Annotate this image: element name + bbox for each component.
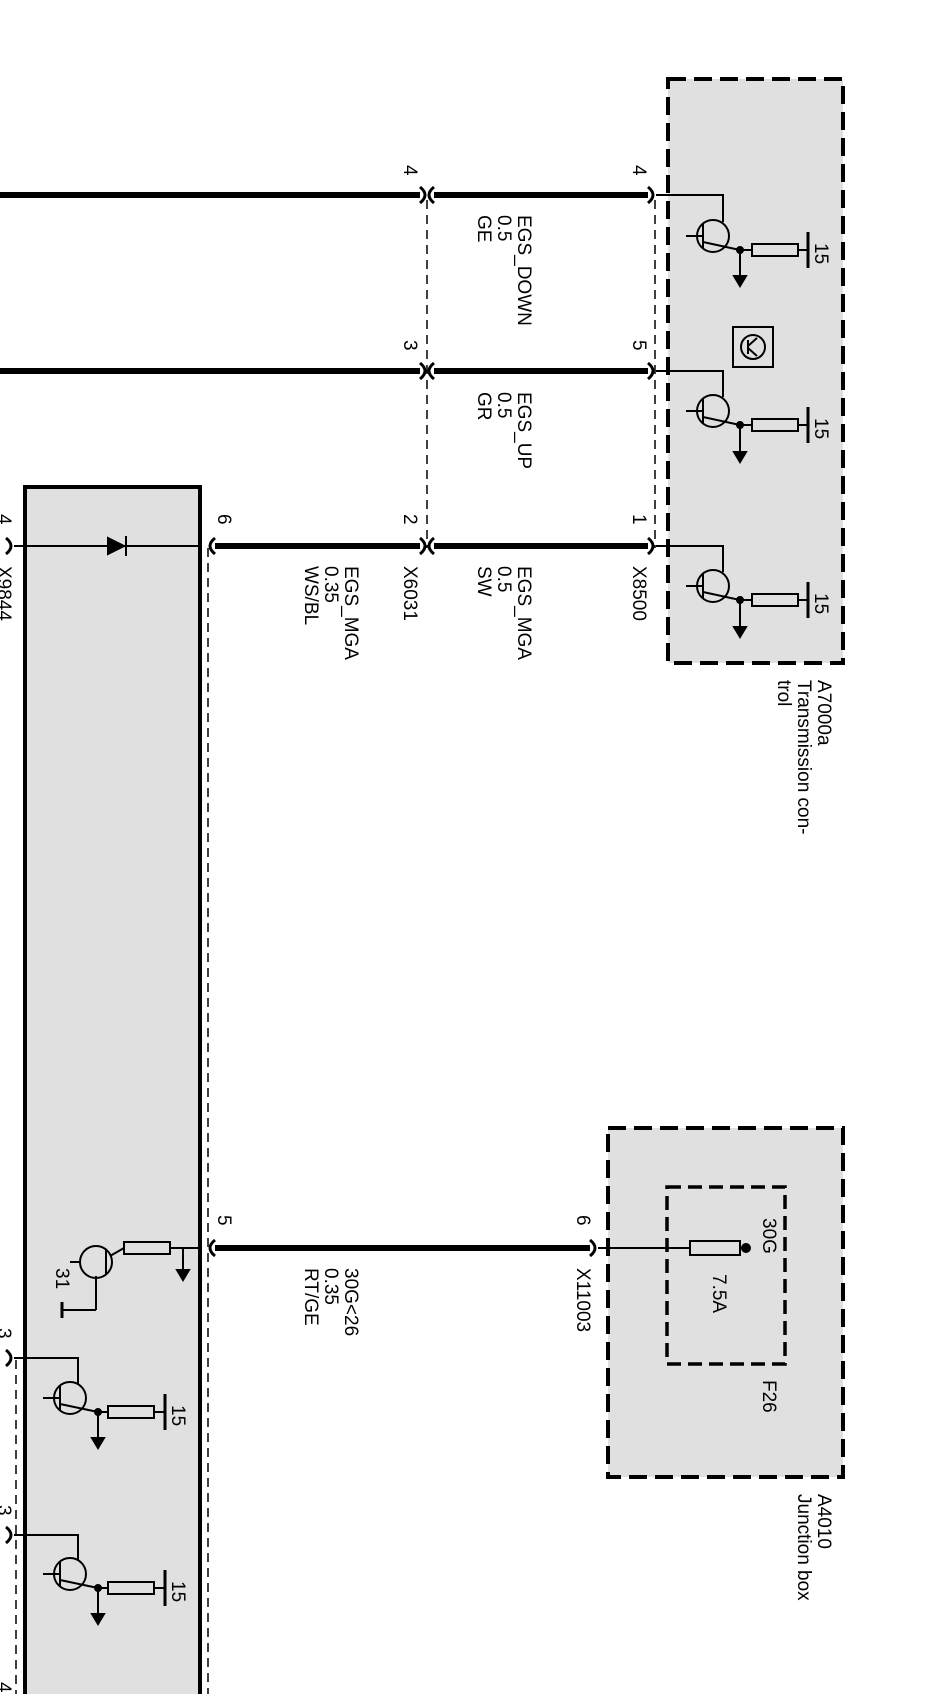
wire-color-30g: RT/GE	[300, 1268, 321, 1326]
wire-color-egs-down: GE	[473, 215, 494, 242]
wire-gauge-egs-mga-lower: 0.35	[320, 566, 341, 603]
transistor-circuit-2	[656, 370, 810, 464]
terminal-15-5: 15	[167, 1581, 188, 1602]
pin-edge-4-bottom: 4	[0, 1682, 14, 1693]
transistor-circuit-3	[656, 545, 810, 639]
edge-pin-contacts	[5, 536, 13, 1545]
connector-label-x11003: X11003	[572, 1268, 593, 1332]
pin-contacts	[208, 185, 655, 1258]
junction-box-module	[606, 1126, 845, 1479]
pin-lower-6: 6	[213, 514, 234, 525]
wire-color-egs-up: GR	[473, 392, 494, 421]
terminal-15-4: 15	[167, 1405, 188, 1426]
wire-color-egs-mga-lower: WS/BL	[300, 566, 321, 625]
wire-label-egs-up: EGS_UP	[513, 392, 534, 469]
terminal-15-2: 15	[810, 418, 831, 439]
component-symbol-icon	[732, 326, 774, 368]
transistor-circuit-1	[656, 194, 810, 288]
wire-gauge-30g: 0.35	[320, 1268, 341, 1305]
pin-edge-4-top: 4	[0, 514, 14, 525]
wire-gauge-egs-up: 0.5	[493, 392, 514, 418]
fuse-rating: 7.5A	[708, 1274, 729, 1313]
pin-x8500-4: 4	[628, 165, 649, 176]
pin-x8500-1: 1	[628, 514, 649, 525]
module-name-transmission-line2: trol	[773, 680, 794, 706]
module-id-a7000a: A7000a	[813, 680, 834, 746]
pin-x6031-4: 4	[399, 165, 420, 176]
wire-label-30g: 30G<26	[340, 1268, 361, 1336]
pin-x6031-3: 3	[399, 340, 420, 351]
module-id-a4010: A4010	[813, 1494, 834, 1549]
connector-label-x8500: X8500	[628, 566, 649, 621]
transistor-circuit-lower-2	[14, 1357, 167, 1450]
wire-color-egs-mga-upper: SW	[473, 566, 494, 597]
pin-x11003-6: 6	[572, 1215, 593, 1226]
ground-31-label: 31	[51, 1268, 72, 1289]
connector-label-x9844: X9844	[0, 566, 14, 621]
connector-x6031-outline	[426, 200, 656, 548]
pin-x6031-2: 2	[399, 514, 420, 525]
wire-label-egs-mga-upper: EGS_MGA	[513, 566, 534, 660]
connector-label-x6031: X6031	[399, 566, 420, 621]
fuse-terminal-30g: 30G	[758, 1218, 779, 1254]
wire-label-egs-mga-lower: EGS_MGA	[340, 566, 361, 660]
wire-gauge-egs-mga-upper: 0.5	[493, 566, 514, 592]
pin-lower-5: 5	[213, 1215, 234, 1226]
terminal-15-3: 15	[810, 593, 831, 614]
wire-label-egs-down: EGS_DOWN	[513, 215, 534, 326]
pin-x8500-5: 5	[628, 340, 649, 351]
wire-gauge-egs-down: 0.5	[493, 215, 514, 241]
module-name-junction-box: Junction box	[793, 1494, 814, 1601]
wires	[0, 192, 648, 1251]
lower-module	[15, 485, 209, 1694]
fuse-f26	[598, 1240, 751, 1256]
pin-edge-3-b: 3	[0, 1505, 14, 1516]
terminal-15-1: 15	[810, 243, 831, 264]
fuse-id-f26: F26	[758, 1380, 779, 1413]
transistor-circuit-lower-1	[60, 1241, 200, 1318]
pin-edge-3-a: 3	[0, 1328, 14, 1339]
module-name-transmission-line1: Transmission con-	[793, 680, 814, 835]
diode-symbol-icon	[107, 536, 127, 556]
transistor-circuit-lower-3	[14, 1534, 167, 1626]
